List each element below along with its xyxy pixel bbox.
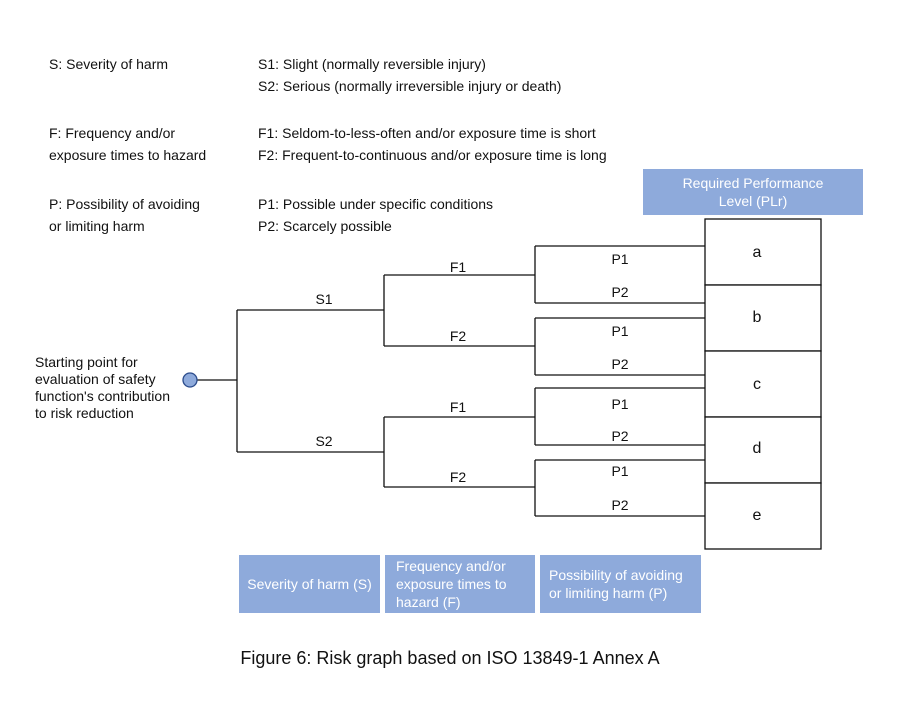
- pl-level-box-c: [704, 350, 822, 418]
- branch-label-s1: S1: [315, 291, 332, 307]
- frequency-legend-label-line1: F: Frequency and/or: [49, 125, 176, 141]
- branch-label-p1-1: P1: [611, 251, 628, 267]
- branch-label-p2-1: P2: [611, 284, 628, 300]
- starting-point-label-line4: to risk reduction: [35, 405, 134, 421]
- figure-caption: Figure 6: Risk graph based on ISO 13849-…: [240, 648, 660, 668]
- frequency-parameter-line2: exposure times to: [396, 576, 507, 592]
- pl-level-box-e: [704, 482, 822, 550]
- tree-lines: [197, 245, 705, 517]
- branch-label-p1-3: P1: [611, 396, 628, 412]
- branch-label-f2-upper: F2: [450, 328, 467, 344]
- branch-label-p1-4: P1: [611, 463, 628, 479]
- possibility-p1-definition: P1: Possible under specific conditions: [258, 196, 494, 212]
- branch-label-p2-2: P2: [611, 356, 628, 372]
- branch-label-s2: S2: [315, 433, 332, 449]
- possibility-parameter-line2: or limiting harm (P): [549, 585, 668, 601]
- possibility-legend-label-line1: P: Possibility of avoiding: [49, 196, 200, 212]
- branch-label-p2-4: P2: [611, 497, 628, 513]
- frequency-parameter-line3: hazard (F): [396, 594, 461, 610]
- frequency-parameter-box: Frequency and/or exposure times to hazar…: [385, 555, 535, 613]
- pl-level-a: a: [753, 244, 762, 261]
- pl-level-e: e: [753, 507, 762, 524]
- pl-level-box-d: [704, 416, 822, 484]
- pl-level-box-b: [704, 284, 822, 352]
- branch-label-p1-2: P1: [611, 323, 628, 339]
- frequency-f2-definition: F2: Frequent-to-continuous and/or exposu…: [258, 147, 607, 163]
- starting-point-label: Starting point for evaluation of safety …: [35, 354, 170, 422]
- frequency-legend-label-line2: exposure times to hazard: [49, 147, 207, 163]
- severity-s1-definition: S1: Slight (normally reversible injury): [258, 56, 486, 72]
- pl-level-b: b: [753, 309, 762, 326]
- severity-legend-label: S: Severity of harm: [49, 56, 169, 72]
- plr-header-box: Required Performance Level (PLr): [643, 169, 863, 215]
- possibility-legend-label-line2: or limiting harm: [49, 218, 145, 234]
- starting-point-marker-icon: [182, 372, 198, 388]
- branch-label-f1-upper: F1: [450, 259, 467, 275]
- starting-point-label-line2: evaluation of safety: [35, 371, 156, 387]
- branch-label-p2-3: P2: [611, 428, 628, 444]
- starting-point-label-line3: function's contribution: [35, 388, 170, 404]
- severity-parameter-box: Severity of harm (S): [239, 555, 380, 613]
- starting-point-label-line1: Starting point for: [35, 354, 138, 370]
- severity-s2-definition: S2: Serious (normally irreversible injur…: [258, 78, 562, 94]
- pl-level-box-a: [704, 218, 822, 286]
- plr-header-line2: Level (PLr): [718, 193, 788, 209]
- frequency-f1-definition: F1: Seldom-to-less-often and/or exposure…: [258, 125, 596, 141]
- severity-parameter-text: Severity of harm (S): [247, 576, 372, 592]
- possibility-parameter-box: Possibility of avoiding or limiting harm…: [540, 555, 701, 613]
- possibility-parameter-line1: Possibility of avoiding: [549, 567, 683, 583]
- branch-label-f2-lower: F2: [450, 469, 467, 485]
- plr-header-line1: Required Performance: [682, 175, 824, 191]
- branch-label-f1-lower: F1: [450, 399, 467, 415]
- possibility-p2-definition: P2: Scarcely possible: [258, 218, 392, 234]
- frequency-parameter-line1: Frequency and/or: [396, 558, 506, 574]
- pl-level-d: d: [753, 440, 762, 457]
- pl-level-c: c: [753, 376, 761, 393]
